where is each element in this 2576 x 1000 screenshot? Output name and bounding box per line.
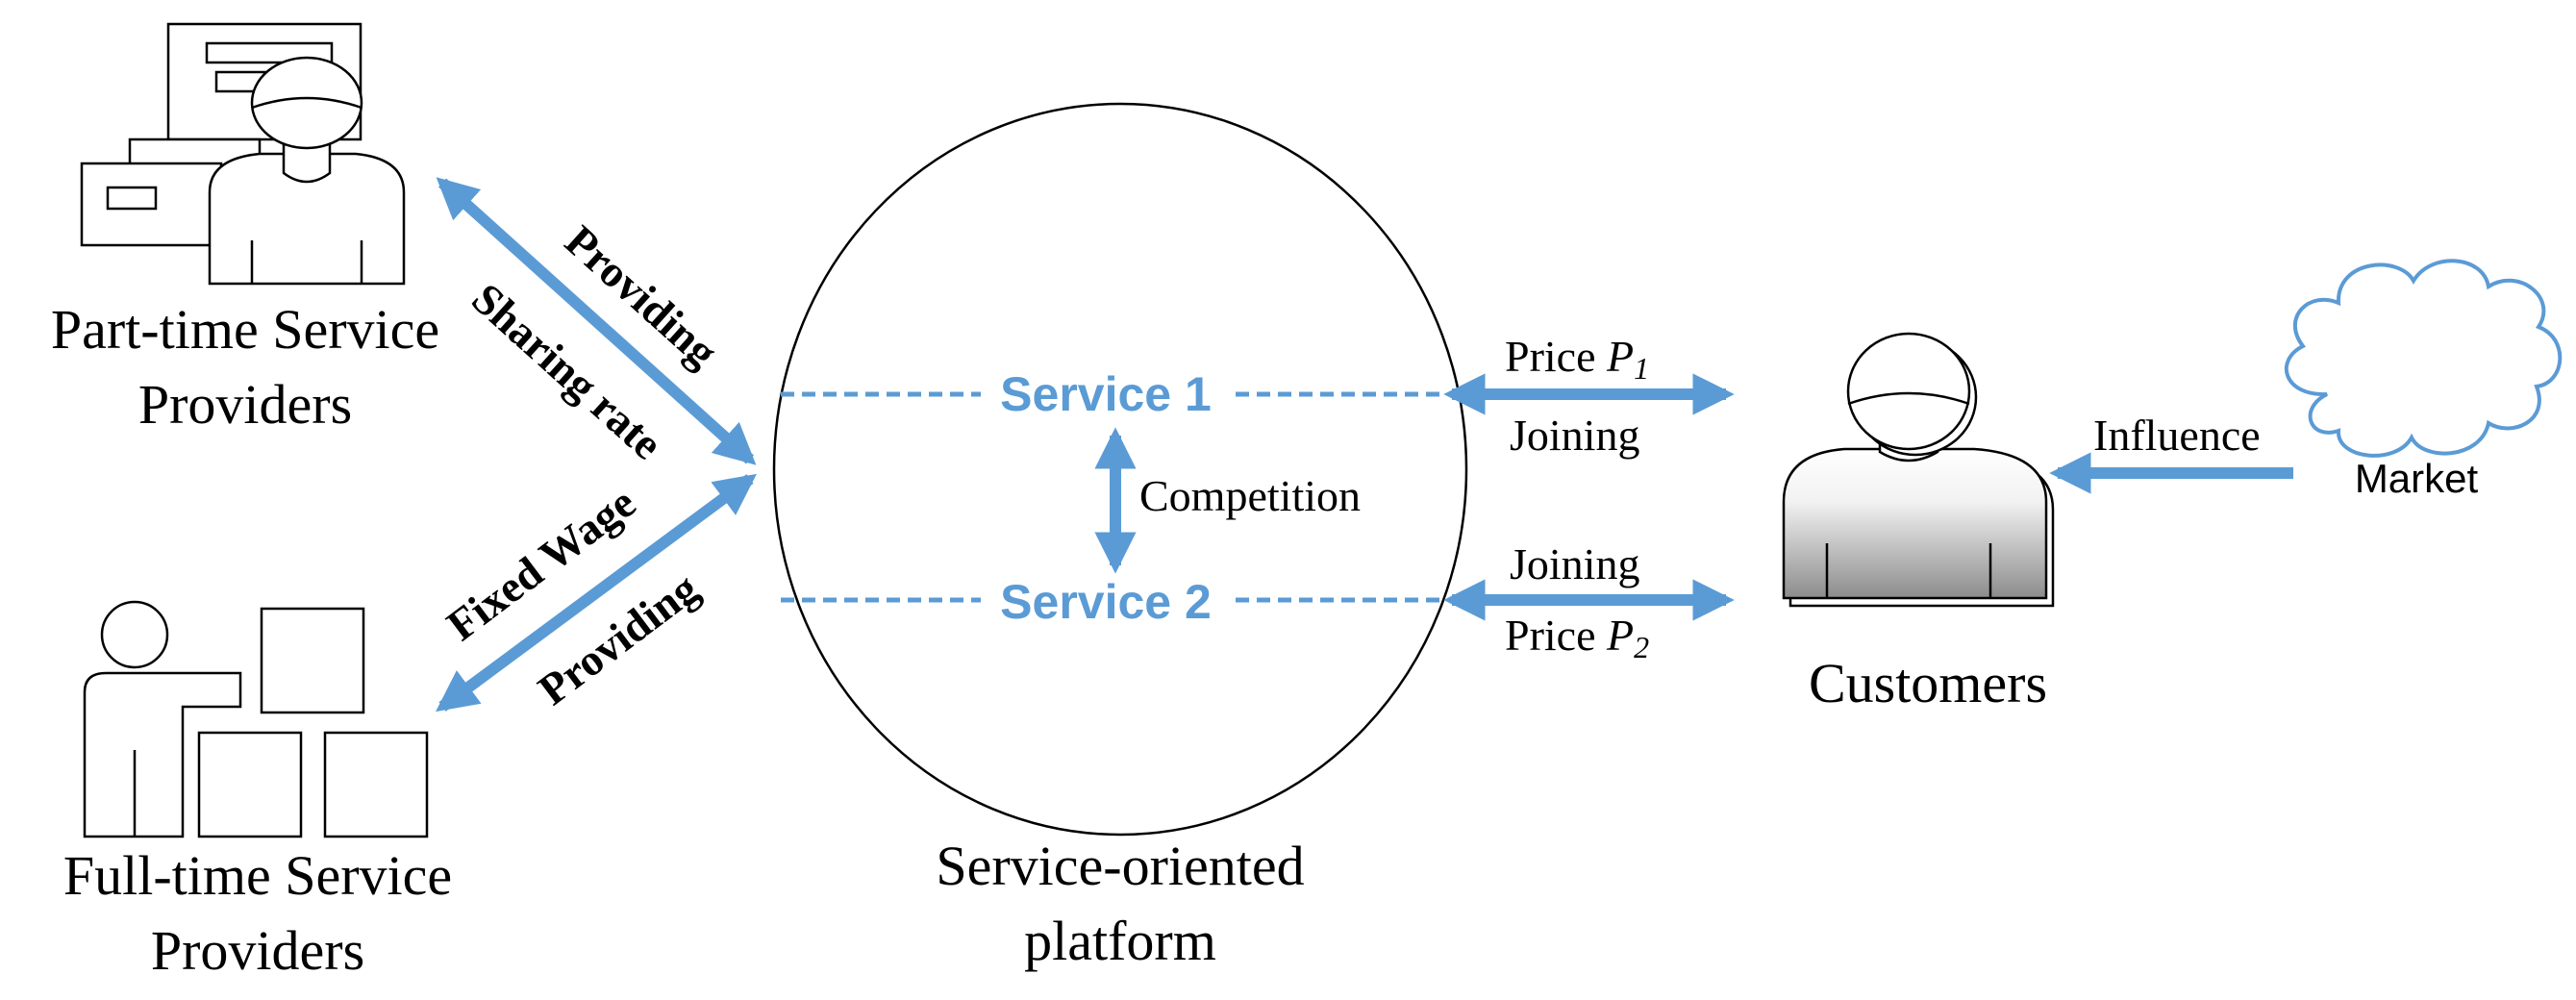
- part-time-platform-arrow: [436, 177, 757, 465]
- customers-label: Customers: [1809, 652, 2047, 714]
- market-label: Market: [2355, 456, 2479, 501]
- platform-label-line2: platform: [1024, 910, 1216, 972]
- service2-price-label: Price P2: [1505, 611, 1649, 664]
- full-time-providers-label-line1: Full-time Service: [63, 844, 452, 907]
- platform-circle: [772, 102, 1468, 837]
- cloud-icon: Market: [2284, 259, 2563, 501]
- full-time-platform-arrow: [436, 473, 757, 712]
- competition-label: Competition: [1139, 471, 1361, 520]
- full-time-providers-label-line2: Providers: [151, 919, 364, 982]
- part-time-providers-label-line2: Providers: [138, 373, 352, 436]
- influence-label: Influence: [2093, 411, 2261, 460]
- service1-price-label: Price P1: [1505, 332, 1649, 386]
- full-time-providing-label: Providing: [529, 563, 707, 714]
- platform-label-line1: Service-oriented: [936, 835, 1304, 897]
- customer-person-icon: [1782, 332, 2055, 608]
- service2-joining-label: Joining: [1510, 539, 1639, 588]
- person-with-boxes-icon: [83, 600, 429, 838]
- service1-joining-label: Joining: [1510, 411, 1639, 460]
- service1-label: Service 1: [1000, 367, 1212, 421]
- person-with-documents-icon: [80, 22, 406, 286]
- part-time-providers-label-line1: Part-time Service: [51, 298, 439, 361]
- service2-label: Service 2: [1000, 575, 1212, 629]
